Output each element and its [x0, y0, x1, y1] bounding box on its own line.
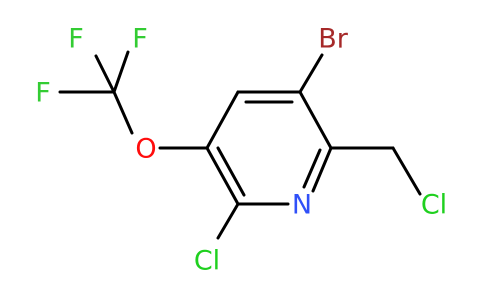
atom-label-o: O	[135, 134, 156, 165]
bond-cf3-f-top	[94, 54, 116, 94]
bond-n-c2-inner	[302, 148, 322, 189]
bond-c4-c5	[205, 90, 240, 150]
atom-label-f-top-left: F	[68, 24, 84, 55]
atom-label-br: Br	[318, 24, 349, 55]
atom-label-cl-ch2: Cl	[421, 190, 447, 221]
atom-label-n: N	[292, 190, 312, 221]
bond-ch2-cl	[391, 146, 422, 196]
bond-c5-c6	[205, 146, 240, 206]
atom-label-f-top-right: F	[132, 24, 148, 55]
atom-label-f-left: F	[35, 78, 51, 109]
bond-c3-br	[298, 53, 324, 94]
bond-cf3-f-right	[112, 50, 130, 94]
bond-c5-c6-inner	[216, 146, 246, 197]
atom-label-cl-ring: Cl	[194, 246, 220, 277]
bond-c2-c3	[298, 90, 333, 150]
bonds	[58, 50, 422, 240]
bond-c6-cl	[216, 202, 240, 240]
bond-n-c2	[311, 146, 333, 193]
atom-labels: Br F F F O N Cl Cl	[35, 24, 447, 277]
bond-o-cf3	[112, 90, 134, 135]
